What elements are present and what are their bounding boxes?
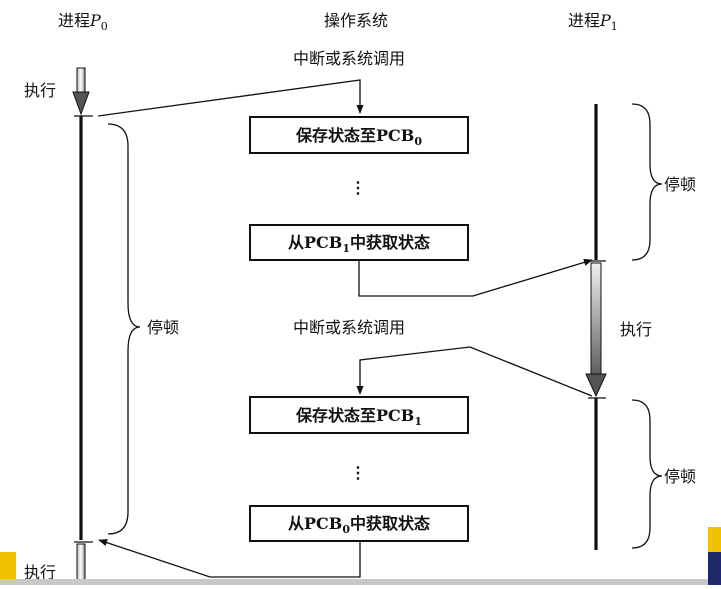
os-header: 操作系统: [324, 11, 388, 30]
arrow-p0-to-os: [97, 79, 364, 117]
box-load-pcb0-text: 从PCB0中获取状态: [288, 514, 430, 536]
box-load-pcb1-text: 从PCB1中获取状态: [288, 233, 430, 255]
bottom-strip: [0, 579, 721, 585]
box-load-pcb0: 从PCB0中获取状态: [249, 505, 469, 542]
p1-timeline: [585, 103, 663, 550]
interrupt-label-mid: 中断或系统调用: [293, 318, 405, 337]
p0-exec-label-top: 执行: [24, 81, 56, 100]
box-save-pcb0-text: 保存状态至PCB0: [295, 126, 422, 148]
box-save-pcb1: 保存状态至PCB1: [249, 396, 469, 434]
arrow-p1-to-os: [356, 346, 593, 397]
p1-header: 进程P1: [568, 11, 618, 33]
arrow-os-to-p0: [98, 539, 361, 578]
p1-idle-brace-top: [631, 103, 663, 261]
box-save-pcb0: 保存状态至PCB0: [249, 116, 469, 154]
p1-exec-bar: [590, 262, 602, 376]
p1-exec-arrowhead: [585, 373, 607, 398]
box-save-pcb1-text: 保存状态至PCB1: [295, 406, 422, 428]
p1-idle-label-bottom: 停顿: [664, 467, 696, 486]
p1-idle-brace-bottom: [631, 399, 663, 549]
p1-exec-label: 执行: [620, 320, 652, 339]
p0-idle-label: 停顿: [147, 318, 179, 337]
corner-yellow-decoration-left: [0, 552, 16, 585]
ellipsis-top: ⋮: [350, 178, 366, 197]
p0-header: 进程P0: [58, 11, 108, 33]
p0-exec-label-bottom: 执行: [24, 563, 56, 582]
box-load-pcb1: 从PCB1中获取状态: [249, 224, 469, 261]
p0-timeline: [72, 67, 141, 583]
arrow-os-to-p1: [358, 258, 593, 297]
p0-exec-bar-top: [76, 67, 86, 95]
ellipsis-bottom: ⋮: [350, 463, 366, 482]
corner-navy-decoration-right: [708, 552, 721, 585]
p1-idle-label-top: 停顿: [664, 175, 696, 194]
p0-exec-bar-bottom: [76, 543, 86, 583]
interrupt-label-top: 中断或系统调用: [293, 49, 405, 68]
p0-idle-brace: [107, 123, 141, 535]
p0-exec-arrowhead: [72, 91, 90, 116]
corner-yellow-decoration-right: [708, 527, 721, 552]
